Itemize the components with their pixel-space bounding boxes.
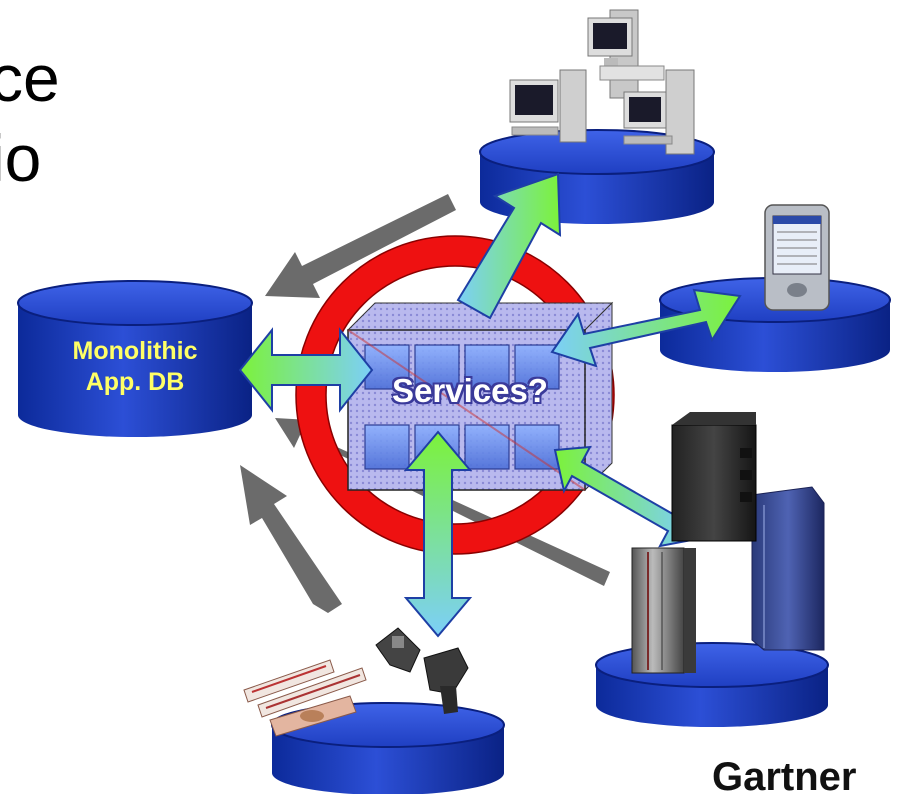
gray-arrow-left <box>240 465 342 613</box>
slide-title: ce io <box>0 38 60 198</box>
arrow-top-services <box>456 172 562 320</box>
database-label-line-2: App. DB <box>85 368 185 396</box>
connection-arrows <box>238 172 742 638</box>
rfid-scanners-icon <box>243 627 469 737</box>
gartner-logo: Gartner <box>712 755 857 794</box>
arrow-db-services <box>238 327 374 413</box>
gray-arrow-top <box>265 194 456 298</box>
arrow-pda-services <box>550 288 742 368</box>
arrow-services-bottom <box>403 430 473 638</box>
title-line-2: io <box>0 121 42 195</box>
title-line-1: ce <box>0 41 60 115</box>
servers-icon <box>631 412 825 674</box>
database-label-line-1: Monolithic <box>72 337 198 365</box>
pda-icon <box>764 204 830 311</box>
platform-bottom-right <box>595 642 829 727</box>
services-label: Services? <box>392 372 548 409</box>
services-block <box>346 301 614 492</box>
database-cylinder <box>17 280 253 437</box>
database-label: Monolithic App. DB <box>30 336 240 398</box>
desktop-computers-icon <box>509 9 695 155</box>
